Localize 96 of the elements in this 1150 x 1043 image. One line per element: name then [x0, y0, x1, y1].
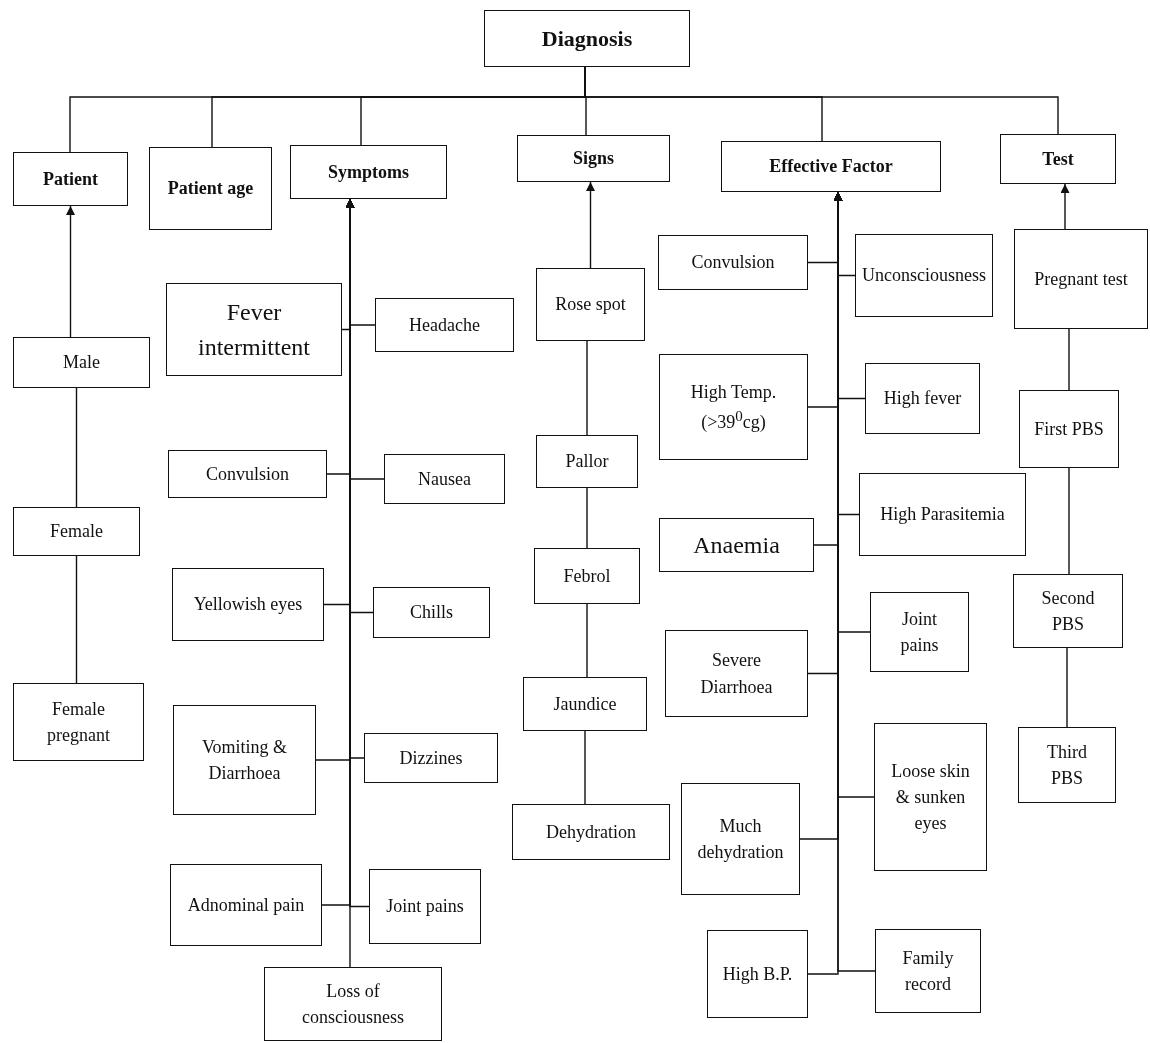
item-box [681, 783, 800, 895]
category-label: Patient [43, 167, 98, 191]
connector-line [1068, 328, 1070, 391]
item-box [665, 630, 808, 717]
item-label: High fever [883, 387, 962, 411]
item-box [859, 473, 1026, 556]
category-box [149, 147, 272, 230]
arrow [1060, 183, 1070, 230]
item-box [13, 507, 140, 556]
connector-line [584, 730, 586, 805]
item-label: Third PBS [1046, 740, 1088, 790]
item-box [13, 337, 150, 388]
item-box [536, 435, 638, 488]
item-label: Family record [901, 946, 955, 996]
connector-line [75, 387, 78, 508]
item-box [373, 587, 490, 638]
item-label: Dizzines [399, 746, 463, 770]
item-box [855, 234, 993, 317]
item-box [659, 518, 814, 572]
item-label: Female pregnant [46, 697, 111, 747]
item-box [536, 268, 645, 341]
item-label: Pregnant test [1034, 267, 1128, 291]
item-box [166, 283, 342, 376]
item-label: Jaundice [553, 692, 617, 716]
connector-line [586, 603, 588, 678]
item-box [172, 568, 324, 641]
item-label: Anaemia [693, 530, 780, 560]
item-label: High Parasitemia [880, 503, 1005, 527]
arrow [66, 205, 75, 338]
item-box [384, 454, 505, 504]
item-box [523, 677, 647, 731]
category-label: Signs [573, 147, 614, 171]
item-label: First PBS [1034, 417, 1104, 441]
item-box [874, 723, 987, 871]
category-box [517, 135, 670, 182]
item-box [659, 354, 808, 460]
item-box [1018, 727, 1116, 803]
arrow [586, 181, 595, 269]
item-label: Vomiting & Diarrhoea [200, 735, 289, 785]
item-label: Loose skin & sunken eyes [890, 759, 971, 836]
item-box [369, 869, 481, 944]
item-box [173, 705, 316, 815]
category-label: Test [1042, 147, 1074, 171]
connector-line [586, 340, 588, 436]
item-box [870, 592, 969, 672]
item-label: Much dehydration [696, 814, 785, 864]
item-label: Rose spot [555, 293, 626, 317]
item-label: High Temp. (>39$^{0}$cg) [689, 381, 778, 434]
item-label: Dehydration [546, 820, 636, 844]
item-label: Adnominal pain [187, 893, 305, 917]
item-label: Pallor [565, 450, 609, 474]
item-label: Chills [410, 601, 453, 625]
item-box [264, 967, 442, 1041]
category-box [1000, 134, 1116, 184]
item-label: High B.P. [722, 962, 793, 986]
item-box [1019, 390, 1119, 468]
item-label: Febrol [563, 564, 611, 588]
item-label: Headache [409, 313, 480, 337]
connector-line [75, 555, 78, 684]
item-label: Yellowish eyes [193, 593, 303, 617]
item-label: Fever intermittent [197, 297, 311, 362]
item-label: Male [63, 351, 100, 375]
connector-line [1068, 467, 1070, 575]
item-label: Convulsion [206, 462, 289, 486]
item-box [170, 864, 322, 946]
item-box [875, 929, 981, 1013]
item-label: Second PBS [1040, 586, 1096, 636]
item-box [534, 548, 640, 604]
item-label: Joint pains [899, 607, 940, 657]
category-label: Patient age [167, 177, 254, 201]
category-box [13, 152, 128, 206]
item-box [168, 450, 327, 498]
category-label: Symptoms [328, 160, 409, 184]
item-box [1014, 229, 1148, 329]
connector-line [1066, 647, 1068, 728]
item-label: Joint pains [386, 895, 464, 919]
item-label: Severe Diarrhoea [699, 649, 774, 699]
category-label: Effective Factor [769, 155, 893, 179]
connector-line [586, 487, 588, 549]
item-label: Convulsion [691, 251, 775, 275]
item-box [375, 298, 514, 352]
item-box [512, 804, 670, 860]
category-box [290, 145, 447, 199]
root-label: Diagnosis [541, 24, 633, 53]
item-box [1013, 574, 1123, 648]
item-box [865, 363, 980, 434]
item-box [13, 683, 144, 761]
item-box [658, 235, 808, 290]
item-label: Unconsciousness [862, 264, 986, 288]
item-label: Female [50, 520, 103, 544]
item-label: Loss of consciousness [301, 979, 405, 1029]
category-box [721, 141, 941, 192]
root-box [484, 10, 690, 67]
item-label: Nausea [418, 467, 471, 491]
item-box [707, 930, 808, 1018]
item-box [364, 733, 498, 783]
